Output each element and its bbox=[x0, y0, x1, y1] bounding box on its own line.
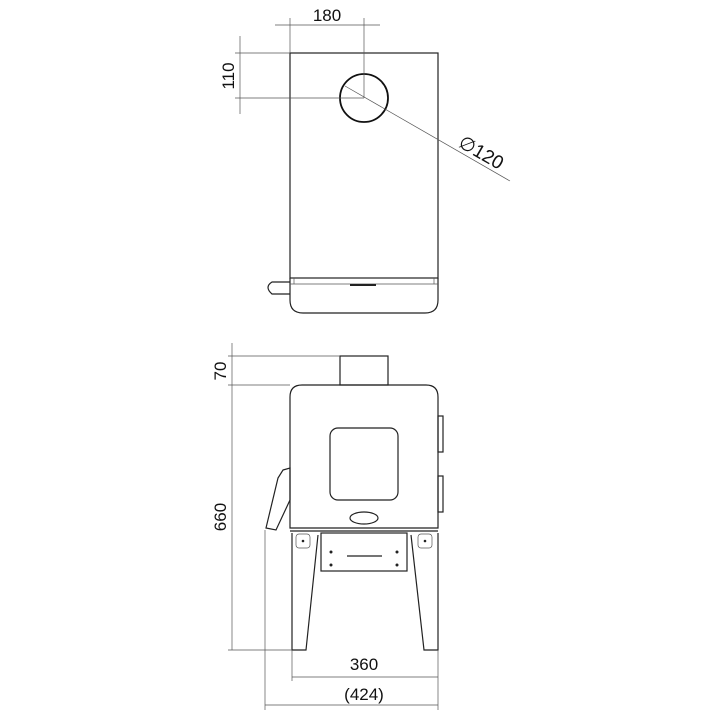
dim-360: 360 bbox=[350, 655, 378, 674]
right-clip-lower bbox=[437, 475, 444, 513]
side-handle bbox=[265, 467, 291, 531]
front-view: 70 660 360 (424) bbox=[211, 343, 444, 710]
left-leg bbox=[291, 533, 319, 651]
dim-660: 660 bbox=[211, 503, 230, 531]
logo-badge bbox=[349, 511, 379, 525]
stove-window bbox=[329, 427, 399, 501]
dim-diameter-120: ∅120 bbox=[455, 132, 507, 174]
top-view: 180 110 ∅120 bbox=[219, 6, 511, 314]
right-clip-upper bbox=[437, 415, 444, 453]
dim-424: (424) bbox=[344, 685, 384, 704]
dim-110: 110 bbox=[219, 62, 238, 89]
top-handle bbox=[267, 281, 290, 295]
dim-180: 180 bbox=[313, 6, 341, 25]
right-leg bbox=[410, 533, 439, 651]
stove-body bbox=[289, 384, 439, 529]
dim-70: 70 bbox=[211, 362, 230, 381]
top-tray bbox=[289, 278, 439, 314]
stovepipe bbox=[339, 355, 389, 386]
ash-drawer bbox=[320, 532, 408, 572]
